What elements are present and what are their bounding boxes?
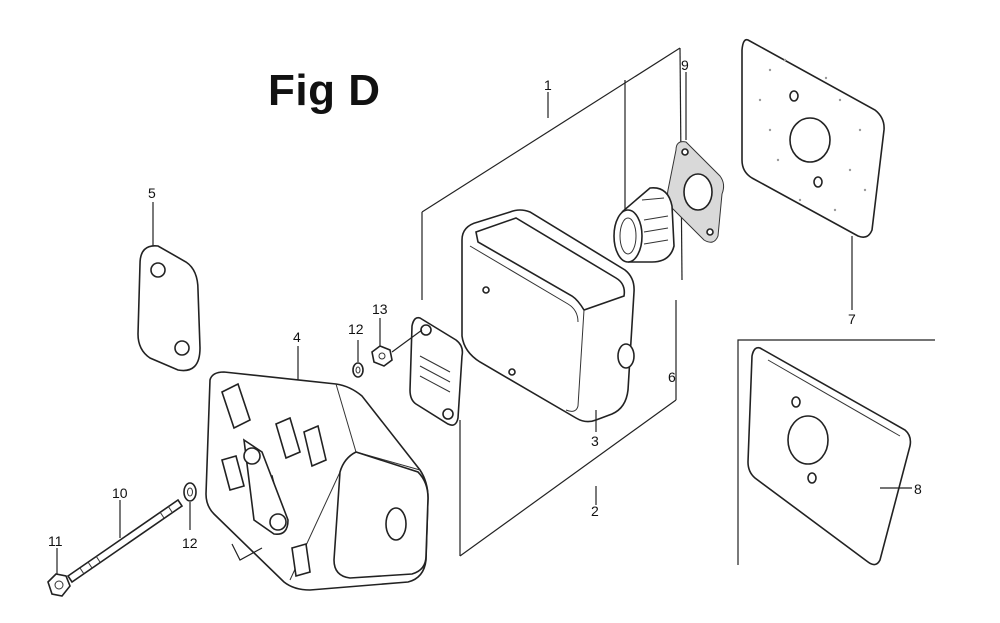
callout-12-lower: 12: [182, 535, 198, 551]
callout-11: 11: [48, 533, 63, 549]
callout-4: 4: [293, 329, 301, 345]
callout-7: 7: [848, 311, 856, 327]
heat-shield-plate: [137, 202, 201, 372]
washer-lower: [183, 482, 197, 530]
assembly-bracket-lines: [421, 47, 683, 557]
callout-3: 3: [591, 433, 599, 449]
callout-8: 8: [914, 481, 922, 497]
callout-2: 2: [591, 503, 599, 519]
callout-10: 10: [112, 485, 128, 501]
callout-13: 13: [372, 301, 388, 317]
nut: [371, 318, 423, 367]
spark-arrester: [613, 187, 675, 263]
callout-6: 6: [668, 369, 676, 385]
callout-9: 9: [681, 57, 689, 73]
muffler-body: [461, 209, 635, 432]
muffler-gasket-large: [741, 38, 885, 310]
exhaust-gasket: [667, 72, 725, 243]
muffler-gasket-plate: [737, 339, 935, 566]
flange-nut: [47, 548, 71, 597]
stud-bolt: [66, 498, 184, 584]
muffler-protector: [205, 346, 429, 591]
washer-upper: [352, 340, 364, 378]
figure-title: Fig D: [268, 66, 381, 115]
muffler-flange-plate: [409, 316, 464, 426]
callout-1: 1: [544, 77, 552, 93]
callout-5: 5: [148, 185, 156, 201]
callout-12-upper: 12: [348, 321, 364, 337]
